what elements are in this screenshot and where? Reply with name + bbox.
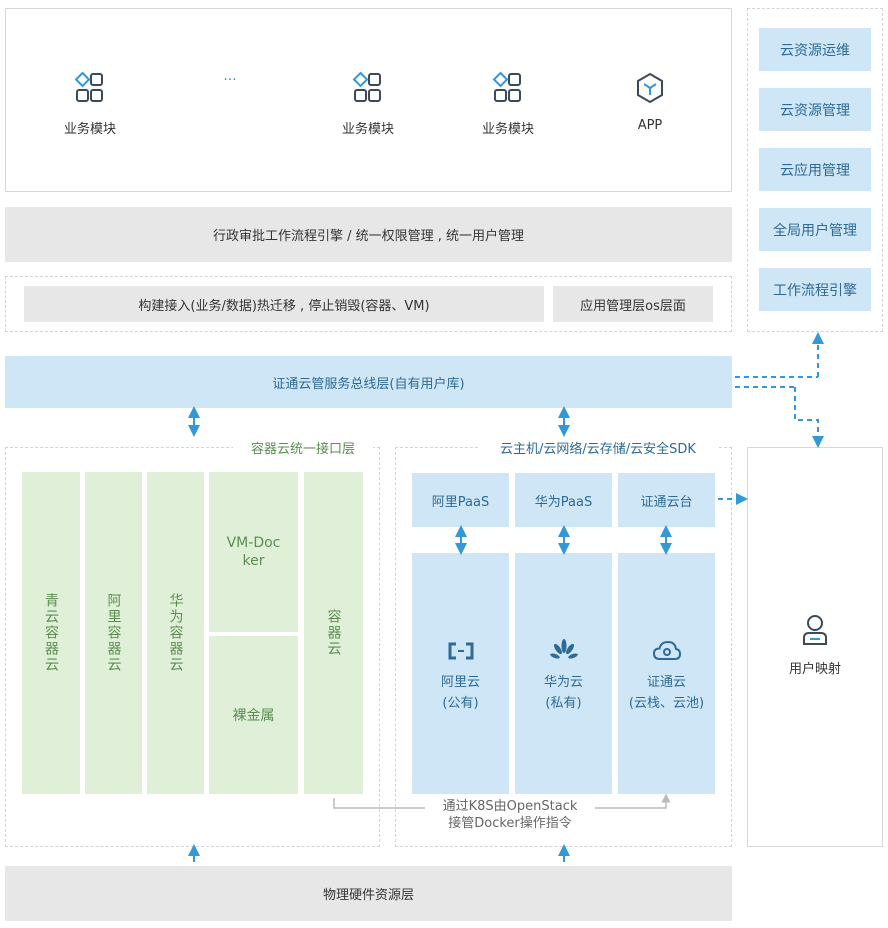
app-layer-os: 应用管理层os层面 [553, 286, 713, 322]
bare-metal-label: 裸金属 [232, 708, 275, 724]
right-management-panel [747, 8, 883, 332]
container-column-label: 华为容器云 [167, 593, 184, 673]
container-section-title: 容器云统一接口层 [233, 438, 373, 457]
container-column-label: 阿里容器云 [105, 593, 122, 673]
right-item-workflow-engine: 工作流程引擎 [759, 268, 871, 311]
hardware-resource-layer: 物理硬件资源层 [5, 866, 732, 921]
cloud-aliyun: 阿里云 (公有) [412, 553, 509, 794]
cloud-type: (公有) [442, 696, 479, 711]
app-layer-operations: 构建接入(业务/数据)热迁移 , 停止销毁(容器、VM) [24, 286, 544, 322]
hexagon-app-icon [615, 68, 685, 108]
container-column: 阿里容器云 [85, 472, 142, 794]
right-item-cloud-resource: 云资源管理 [759, 88, 871, 131]
cloud-sdk-title: 云主机/云网络/云存储/云安全SDK [478, 438, 718, 457]
openstack-note-line1: 通过K8S由OpenStack [425, 798, 595, 815]
workflow-bar: 行政审批工作流程引擎 / 统一权限管理 , 统一用户管理 [5, 207, 732, 262]
user-icon [747, 612, 883, 648]
app-module: APP [615, 68, 685, 138]
openstack-note-line2: 接管Docker操作指令 [448, 816, 572, 831]
right-item-cloud-ops: 云资源运维 [759, 28, 871, 71]
business-module: 业务模块 [55, 68, 125, 138]
container-cloud-box: 容器云 [304, 472, 363, 794]
module-label: 业务模块 [341, 122, 394, 137]
module-ellipsis: ··· [223, 72, 237, 88]
aliyun-icon [412, 637, 509, 665]
vm-docker-box: VM-Docker [209, 472, 298, 632]
app-management-layer [5, 276, 732, 332]
module-icon [333, 68, 403, 108]
module-label: 业务模块 [481, 122, 534, 137]
user-mapping: 用户映射 [747, 612, 883, 682]
dash-to-user [794, 387, 824, 448]
user-mapping-label: 用户映射 [788, 662, 841, 677]
bare-metal-box: 裸金属 [209, 636, 298, 794]
module-label: 业务模块 [63, 122, 116, 137]
business-module: 业务模块 [333, 68, 403, 138]
module-label: APP [637, 118, 663, 133]
cloud-type: (云栈、云池) [628, 696, 705, 711]
cloud-zhengtong: 证通云 (云栈、云池) [618, 553, 715, 794]
cloud-name: 华为云 [543, 675, 583, 690]
container-cloud-label: 容器云 [325, 609, 342, 657]
paas-zhengtong: 证通云台 [618, 473, 715, 527]
business-module-area [5, 8, 732, 192]
container-column: 青云容器云 [22, 472, 80, 794]
cloud-type: (私有) [545, 696, 582, 711]
container-column-label: 青云容器云 [43, 593, 59, 673]
cloud-name: 阿里云 [440, 675, 480, 690]
module-icon [473, 68, 543, 108]
right-item-cloud-app: 云应用管理 [759, 148, 871, 191]
service-bus-layer: 证通云管服务总线层(自有用户库) [5, 356, 732, 408]
vm-docker-label: VM-Docker [226, 535, 281, 569]
cloud-icon [618, 637, 715, 665]
right-item-global-user: 全局用户管理 [759, 208, 871, 251]
container-column: 华为容器云 [147, 472, 204, 794]
module-icon [55, 68, 125, 108]
paas-huawei: 华为PaaS [515, 473, 612, 527]
business-module: 业务模块 [473, 68, 543, 138]
cloud-huawei: 华为云 (私有) [515, 553, 612, 794]
huawei-icon [515, 637, 612, 665]
cloud-name: 证通云 [646, 675, 686, 690]
paas-aliyun: 阿里PaaS [412, 473, 509, 527]
openstack-note: 通过K8S由OpenStack 接管Docker操作指令 [425, 798, 595, 832]
